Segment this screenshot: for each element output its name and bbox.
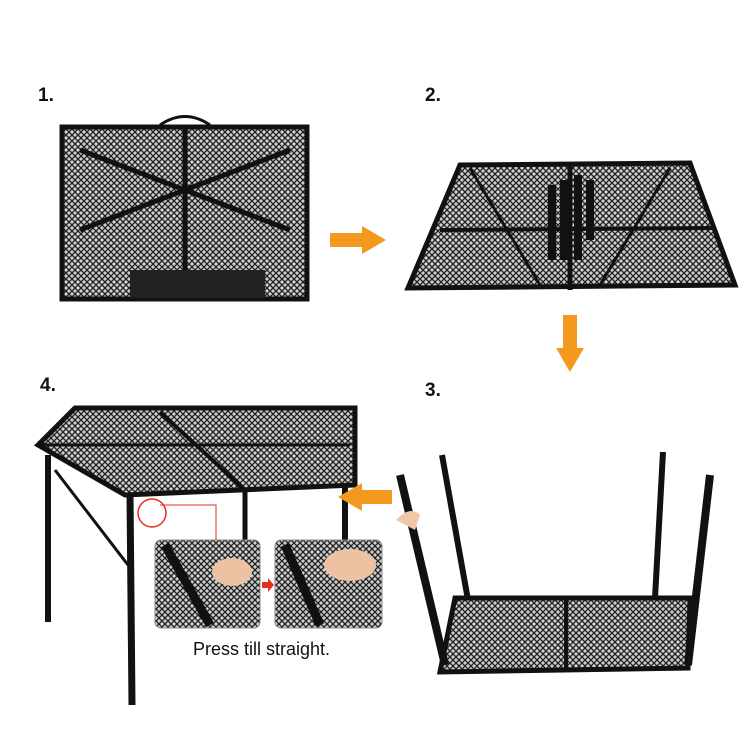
inset-photo-bent <box>154 539 261 629</box>
unfolded-table-photo <box>404 160 739 291</box>
arrow-right-icon <box>330 226 386 254</box>
inset-photo-straight <box>274 539 383 629</box>
caption: Press till straight. <box>193 639 331 659</box>
step-4-label: 4. <box>40 375 56 396</box>
folded-table-photo <box>59 115 310 302</box>
step-1-label: 1. <box>38 85 54 106</box>
step-3-label: 3. <box>425 380 441 401</box>
step-2-label: 2. <box>425 85 441 106</box>
hand <box>396 511 420 530</box>
legs-up-table-photo <box>396 451 714 675</box>
arrow-left-icon <box>338 483 392 511</box>
detail-highlight-circle <box>137 498 167 528</box>
carry-handle <box>159 115 211 127</box>
small-arrow-right-icon <box>262 578 274 592</box>
arrow-down-icon <box>556 315 584 372</box>
assembled-table-photo <box>33 405 358 706</box>
